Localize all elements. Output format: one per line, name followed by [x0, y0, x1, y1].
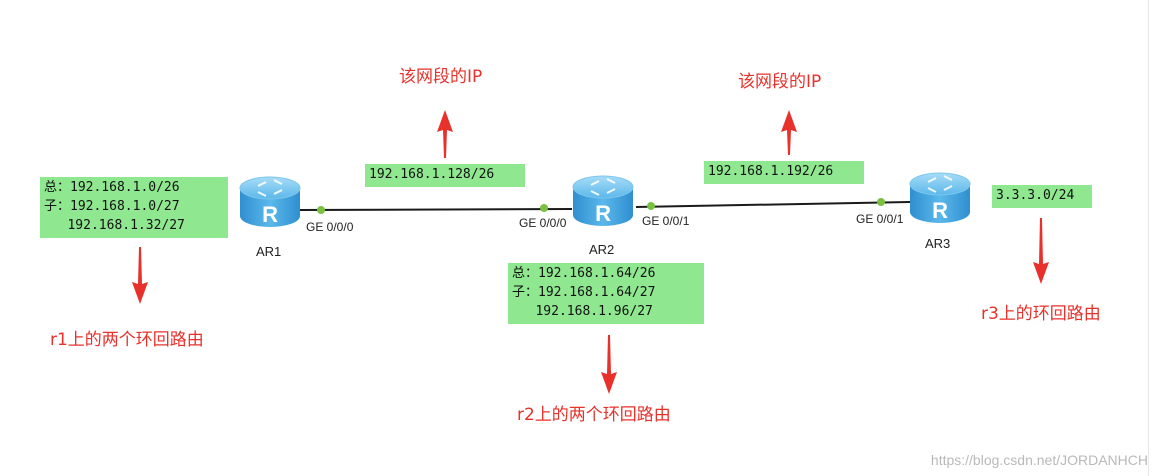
arrow-down-r3-icon: [1033, 218, 1049, 284]
router-ar2-icon[interactable]: R: [572, 175, 634, 226]
page-right-border: [1148, 0, 1149, 476]
segment-ip-label-left: 该网段的IP: [399, 67, 483, 87]
port-ar3-ge001[interactable]: [877, 198, 885, 206]
device-label-ar2: AR2: [589, 242, 615, 257]
arrow-down-r2-icon: [601, 335, 617, 394]
ar2-ge001-label: GE 0/0/1: [642, 214, 690, 228]
watermark: https://blog.csdn.net/JORDANHCH: [930, 452, 1148, 468]
r3-loopback-label: r3上的环回路由: [981, 304, 1101, 324]
ar2-ge000-label: GE 0/0/0: [519, 216, 567, 230]
router-ar3-icon[interactable]: R: [909, 172, 971, 223]
router-ar1-glyph: R: [262, 202, 278, 227]
ar1-ge000-label: GE 0/0/0: [306, 220, 354, 234]
router-ar2-glyph: R: [595, 201, 611, 226]
link-ar2-ar3: [635, 201, 911, 208]
ar3-ge001-label: GE 0/0/1: [856, 212, 904, 226]
port-ar2-ge000[interactable]: [540, 204, 548, 212]
device-label-ar1: AR1: [256, 244, 282, 259]
r1-loopback-label: r1上的两个环回路由: [50, 330, 204, 350]
segment-ip-label-right: 该网段的IP: [738, 72, 822, 92]
arrow-up-right-icon: [781, 110, 797, 155]
router-ar1-icon[interactable]: R: [239, 176, 301, 227]
port-ar1-ge000[interactable]: [317, 206, 325, 214]
r2-loopback-label: r2上的两个环回路由: [517, 405, 671, 425]
ar2-loopback-routes-box: 总：192.168.1.64/26 子：192.168.1.64/27 192.…: [508, 263, 704, 324]
arrow-down-r1-icon: [132, 247, 148, 304]
ar3-loopback-route-box: 3.3.3.0/24: [992, 185, 1092, 208]
ar1-loopback-routes-box: 总：192.168.1.0/26 子：192.168.1.0/27 192.16…: [40, 177, 228, 238]
link-ar1-ar2: [299, 208, 573, 211]
router-ar3-glyph: R: [932, 198, 948, 223]
link1-subnet-box: 192.168.1.128/26: [365, 164, 525, 187]
arrow-up-left-icon: [437, 110, 453, 158]
device-label-ar3: AR3: [925, 236, 951, 251]
link2-subnet-box: 192.168.1.192/26: [704, 161, 864, 184]
port-ar2-ge001[interactable]: [647, 202, 655, 210]
